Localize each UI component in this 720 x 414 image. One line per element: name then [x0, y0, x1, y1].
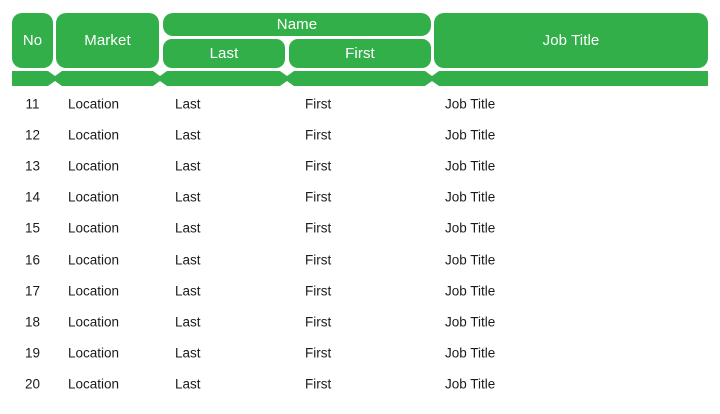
cell-last: Last [175, 314, 201, 330]
cell-last: Last [175, 251, 201, 267]
table-row[interactable]: 15 Location Last First Job Title [0, 213, 720, 244]
cell-first: First [305, 282, 332, 298]
cell-job-title: Job Title [445, 189, 496, 205]
cell-last: Last [175, 376, 201, 392]
column-header-job-title[interactable]: Job Title [434, 13, 708, 68]
cell-market: Location [68, 127, 120, 143]
table-row[interactable]: 16 Location Last First Job Title [0, 244, 720, 275]
cell-no: 15 [24, 220, 41, 236]
table-row[interactable]: 18 Location Last First Job Title [0, 306, 720, 337]
cell-last: Last [175, 189, 201, 205]
cell-no: 18 [24, 314, 41, 330]
cell-first: First [305, 251, 332, 267]
header-divider-bar [12, 71, 708, 86]
column-header-first[interactable]: First [289, 39, 431, 68]
cell-no: 12 [24, 127, 41, 143]
cell-market: Location [68, 189, 120, 205]
table-row[interactable]: 14 Location Last First Job Title [0, 182, 720, 213]
cell-market: Location [68, 314, 120, 330]
cell-first: First [305, 158, 332, 174]
cell-no: 20 [24, 376, 41, 392]
table-body: 11 Location Last First Job Title 12 Loca… [0, 88, 720, 400]
cell-last: Last [175, 282, 201, 298]
cell-first: First [305, 127, 332, 143]
cell-job-title: Job Title [445, 345, 496, 361]
column-header-last[interactable]: Last [163, 39, 285, 68]
cell-no: 19 [24, 345, 41, 361]
cell-last: Last [175, 220, 201, 236]
cell-last: Last [175, 127, 201, 143]
column-header-no[interactable]: No [12, 13, 53, 68]
cell-job-title: Job Title [445, 220, 496, 236]
cell-first: First [305, 345, 332, 361]
cell-job-title: Job Title [445, 95, 496, 111]
cell-first: First [305, 314, 332, 330]
cell-first: First [305, 189, 332, 205]
cell-market: Location [68, 158, 120, 174]
cell-first: First [305, 376, 332, 392]
cell-no: 16 [24, 251, 41, 267]
cell-last: Last [175, 95, 201, 111]
header-divider-shape [12, 71, 708, 86]
cell-last: Last [175, 345, 201, 361]
cell-first: First [305, 95, 332, 111]
cell-job-title: Job Title [445, 314, 496, 330]
table-header: No Market Name Last First Job Title [0, 0, 720, 86]
cell-job-title: Job Title [445, 376, 496, 392]
table-row[interactable]: 17 Location Last First Job Title [0, 275, 720, 306]
cell-job-title: Job Title [445, 251, 496, 267]
cell-first: First [305, 220, 332, 236]
cell-no: 17 [24, 282, 41, 298]
cell-no: 14 [24, 189, 41, 205]
cell-job-title: Job Title [445, 282, 496, 298]
cell-no: 11 [25, 95, 40, 111]
cell-market: Location [68, 345, 120, 361]
column-header-name-group[interactable]: Name [163, 13, 431, 36]
cell-last: Last [175, 158, 201, 174]
cell-market: Location [68, 282, 120, 298]
cell-market: Location [68, 220, 120, 236]
table-row[interactable]: 19 Location Last First Job Title [0, 338, 720, 369]
cell-market: Location [68, 95, 120, 111]
cell-job-title: Job Title [445, 127, 496, 143]
cell-job-title: Job Title [445, 158, 496, 174]
cell-market: Location [68, 376, 120, 392]
table-row[interactable]: 12 Location Last First Job Title [0, 119, 720, 150]
cell-no: 13 [24, 158, 41, 174]
column-header-market[interactable]: Market [56, 13, 159, 68]
cell-market: Location [68, 251, 120, 267]
table-row[interactable]: 11 Location Last First Job Title [0, 88, 720, 119]
table-row[interactable]: 13 Location Last First Job Title [0, 150, 720, 181]
table-row[interactable]: 20 Location Last First Job Title [0, 369, 720, 400]
